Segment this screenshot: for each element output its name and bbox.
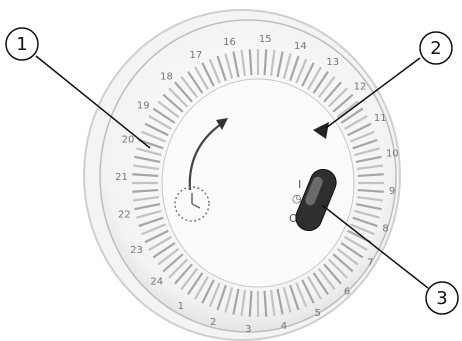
- dial-number: 12: [354, 82, 367, 93]
- dial-number: 23: [130, 245, 143, 256]
- callout-1-number: 1: [16, 34, 27, 55]
- dial-number: 7: [367, 258, 373, 269]
- dial-number: 24: [150, 276, 163, 287]
- dial-number: 1: [178, 301, 184, 312]
- dial-number: 14: [294, 41, 307, 52]
- callout-1: 1: [6, 28, 38, 60]
- dial-number: 11: [374, 113, 387, 124]
- callout-2: 2: [420, 32, 452, 64]
- dial-number: 16: [223, 37, 236, 48]
- dial-number: 20: [122, 135, 135, 146]
- callout-3-number: 3: [436, 288, 447, 309]
- dial-number: 18: [160, 71, 173, 82]
- dial-number: 5: [314, 308, 320, 319]
- switch-label-on: I: [298, 178, 301, 191]
- dial-number: 3: [245, 324, 251, 335]
- dial-number: 19: [137, 100, 150, 111]
- dial-number: 4: [281, 321, 287, 332]
- callout-3: 3: [426, 282, 458, 314]
- dial-number: 2: [210, 317, 216, 328]
- dial-number: 17: [190, 50, 203, 61]
- switch-label-timer: ◷: [292, 192, 302, 205]
- dial-number: 8: [382, 223, 388, 234]
- dial-number: 13: [326, 57, 339, 68]
- dial-number: 10: [386, 149, 399, 160]
- dial-number: 21: [115, 172, 128, 183]
- dial-number: 22: [118, 209, 131, 220]
- callout-2-number: 2: [430, 38, 441, 59]
- dial-number: 9: [389, 186, 395, 197]
- dial-number: 6: [344, 287, 350, 298]
- dial-number: 15: [259, 34, 272, 45]
